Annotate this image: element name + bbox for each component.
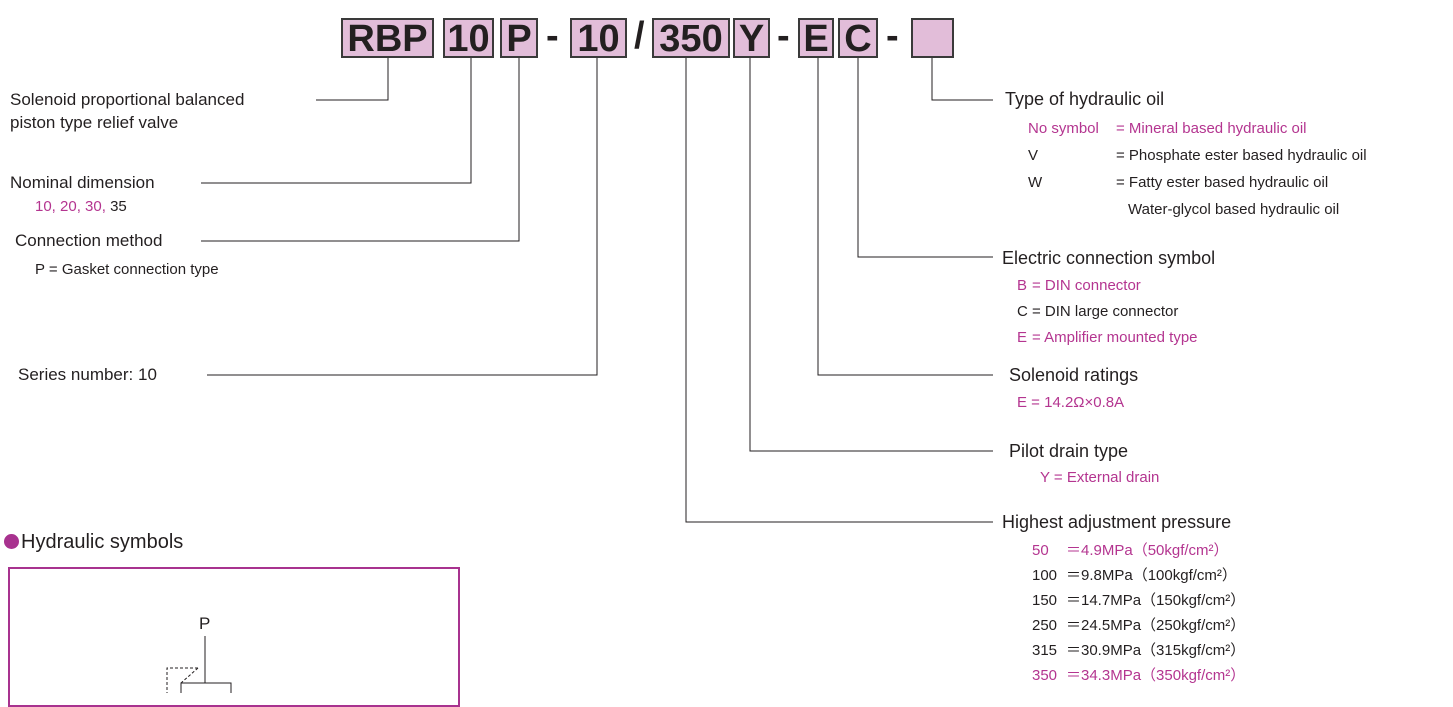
code-separator-dash: - [777, 15, 790, 57]
solenoid-ratings-option: E = 14.2Ω×0.8A [1017, 394, 1125, 411]
oil-option-code: No symbol [1028, 120, 1099, 137]
leader-electric [857, 58, 993, 258]
nominal-sizes-colored: 10, 20, 30, [35, 198, 106, 215]
valve-type-line1: Solenoid proportional balanced [10, 90, 245, 109]
pressure-option-desc: ＝4.9MPa（50kgf/cm²） [1066, 542, 1229, 559]
pressure-option-code: 100 [1032, 567, 1058, 584]
solenoid-ratings-label: Solenoid ratings [1009, 365, 1139, 385]
oil-option-desc: = Phosphate ester based hydraulic oil [1116, 147, 1367, 164]
pressure-option-code: 50 [1032, 542, 1049, 559]
connection-method-label: Connection method [15, 231, 163, 250]
oil-option-code: W [1028, 174, 1043, 191]
pilot-drain-label: Pilot drain type [1009, 441, 1129, 461]
code-box-electric: C [838, 18, 878, 58]
oil-option-desc: = Fatty ester based hydraulic oil [1116, 174, 1329, 191]
bullet-icon [4, 534, 19, 549]
code-box-rbp: RBP [341, 18, 434, 58]
code-separator-dash: - [886, 15, 899, 57]
pressure-option-desc: ＝34.3MPa（350kgf/cm²） [1066, 667, 1246, 684]
electric-connection-label: Electric connection symbol [1002, 248, 1216, 268]
pilot-drain-option: Y = External drain [1040, 469, 1160, 486]
pressure-option-desc: ＝14.7MPa（150kgf/cm²） [1066, 592, 1246, 609]
code-box-pressure: 350 [652, 18, 730, 58]
code-box-size: 10 [443, 18, 494, 58]
leader-drain [749, 58, 993, 452]
series-number-label: Series number: 10 [18, 365, 157, 384]
code-separator-dash: - [546, 15, 559, 57]
nominal-dimension-values: 10, 20, 30, 35 [35, 198, 127, 216]
leader-valve-type [316, 58, 389, 101]
valve-type-line2: piston type relief valve [10, 113, 179, 132]
electric-option-desc: = Amplifier mounted type [1032, 329, 1198, 346]
code-box-drain: Y [733, 18, 770, 58]
pressure-option-desc: ＝30.9MPa（315kgf/cm²） [1066, 642, 1246, 659]
electric-option-code: B [1017, 277, 1028, 294]
code-box-oil [911, 18, 954, 58]
electric-option-code: E [1017, 329, 1028, 346]
pressure-option-desc: ＝24.5MPa（250kgf/cm²） [1066, 617, 1246, 634]
connection-method-option: P = Gasket connection type [35, 261, 219, 278]
leader-oil [931, 58, 993, 101]
port-p-label: P [199, 614, 211, 633]
oil-option-extra: Water-glycol based hydraulic oil [1128, 201, 1340, 218]
oil-type-label: Type of hydraulic oil [1005, 89, 1165, 109]
electric-option-code: C [1017, 303, 1028, 320]
pressure-option-desc: ＝9.8MPa（100kgf/cm²） [1066, 567, 1237, 584]
leader-pressure [685, 58, 993, 523]
leader-series [207, 58, 598, 376]
oil-option-code: V [1028, 147, 1039, 164]
pressure-label: Highest adjustment pressure [1002, 512, 1232, 532]
pressure-option-code: 250 [1032, 617, 1058, 634]
pressure-option-code: 150 [1032, 592, 1058, 609]
leader-nominal [201, 58, 472, 184]
hydraulic-symbols-title: Hydraulic symbols [21, 531, 184, 553]
nominal-size-plain: 35 [110, 198, 127, 215]
pressure-option-code: 315 [1032, 642, 1058, 659]
code-box-series: 10 [570, 18, 627, 58]
electric-option-desc: = DIN large connector [1032, 303, 1179, 320]
code-separator-slash: / [634, 15, 645, 57]
code-box-rating: E [798, 18, 834, 58]
nominal-dimension-label: Nominal dimension [10, 173, 155, 192]
code-box-connection: P [500, 18, 538, 58]
pressure-option-code: 350 [1032, 667, 1058, 684]
leader-rating [817, 58, 993, 376]
leader-connection [201, 58, 520, 242]
electric-option-desc: = DIN connector [1032, 277, 1141, 294]
oil-option-desc: = Mineral based hydraulic oil [1116, 120, 1307, 137]
